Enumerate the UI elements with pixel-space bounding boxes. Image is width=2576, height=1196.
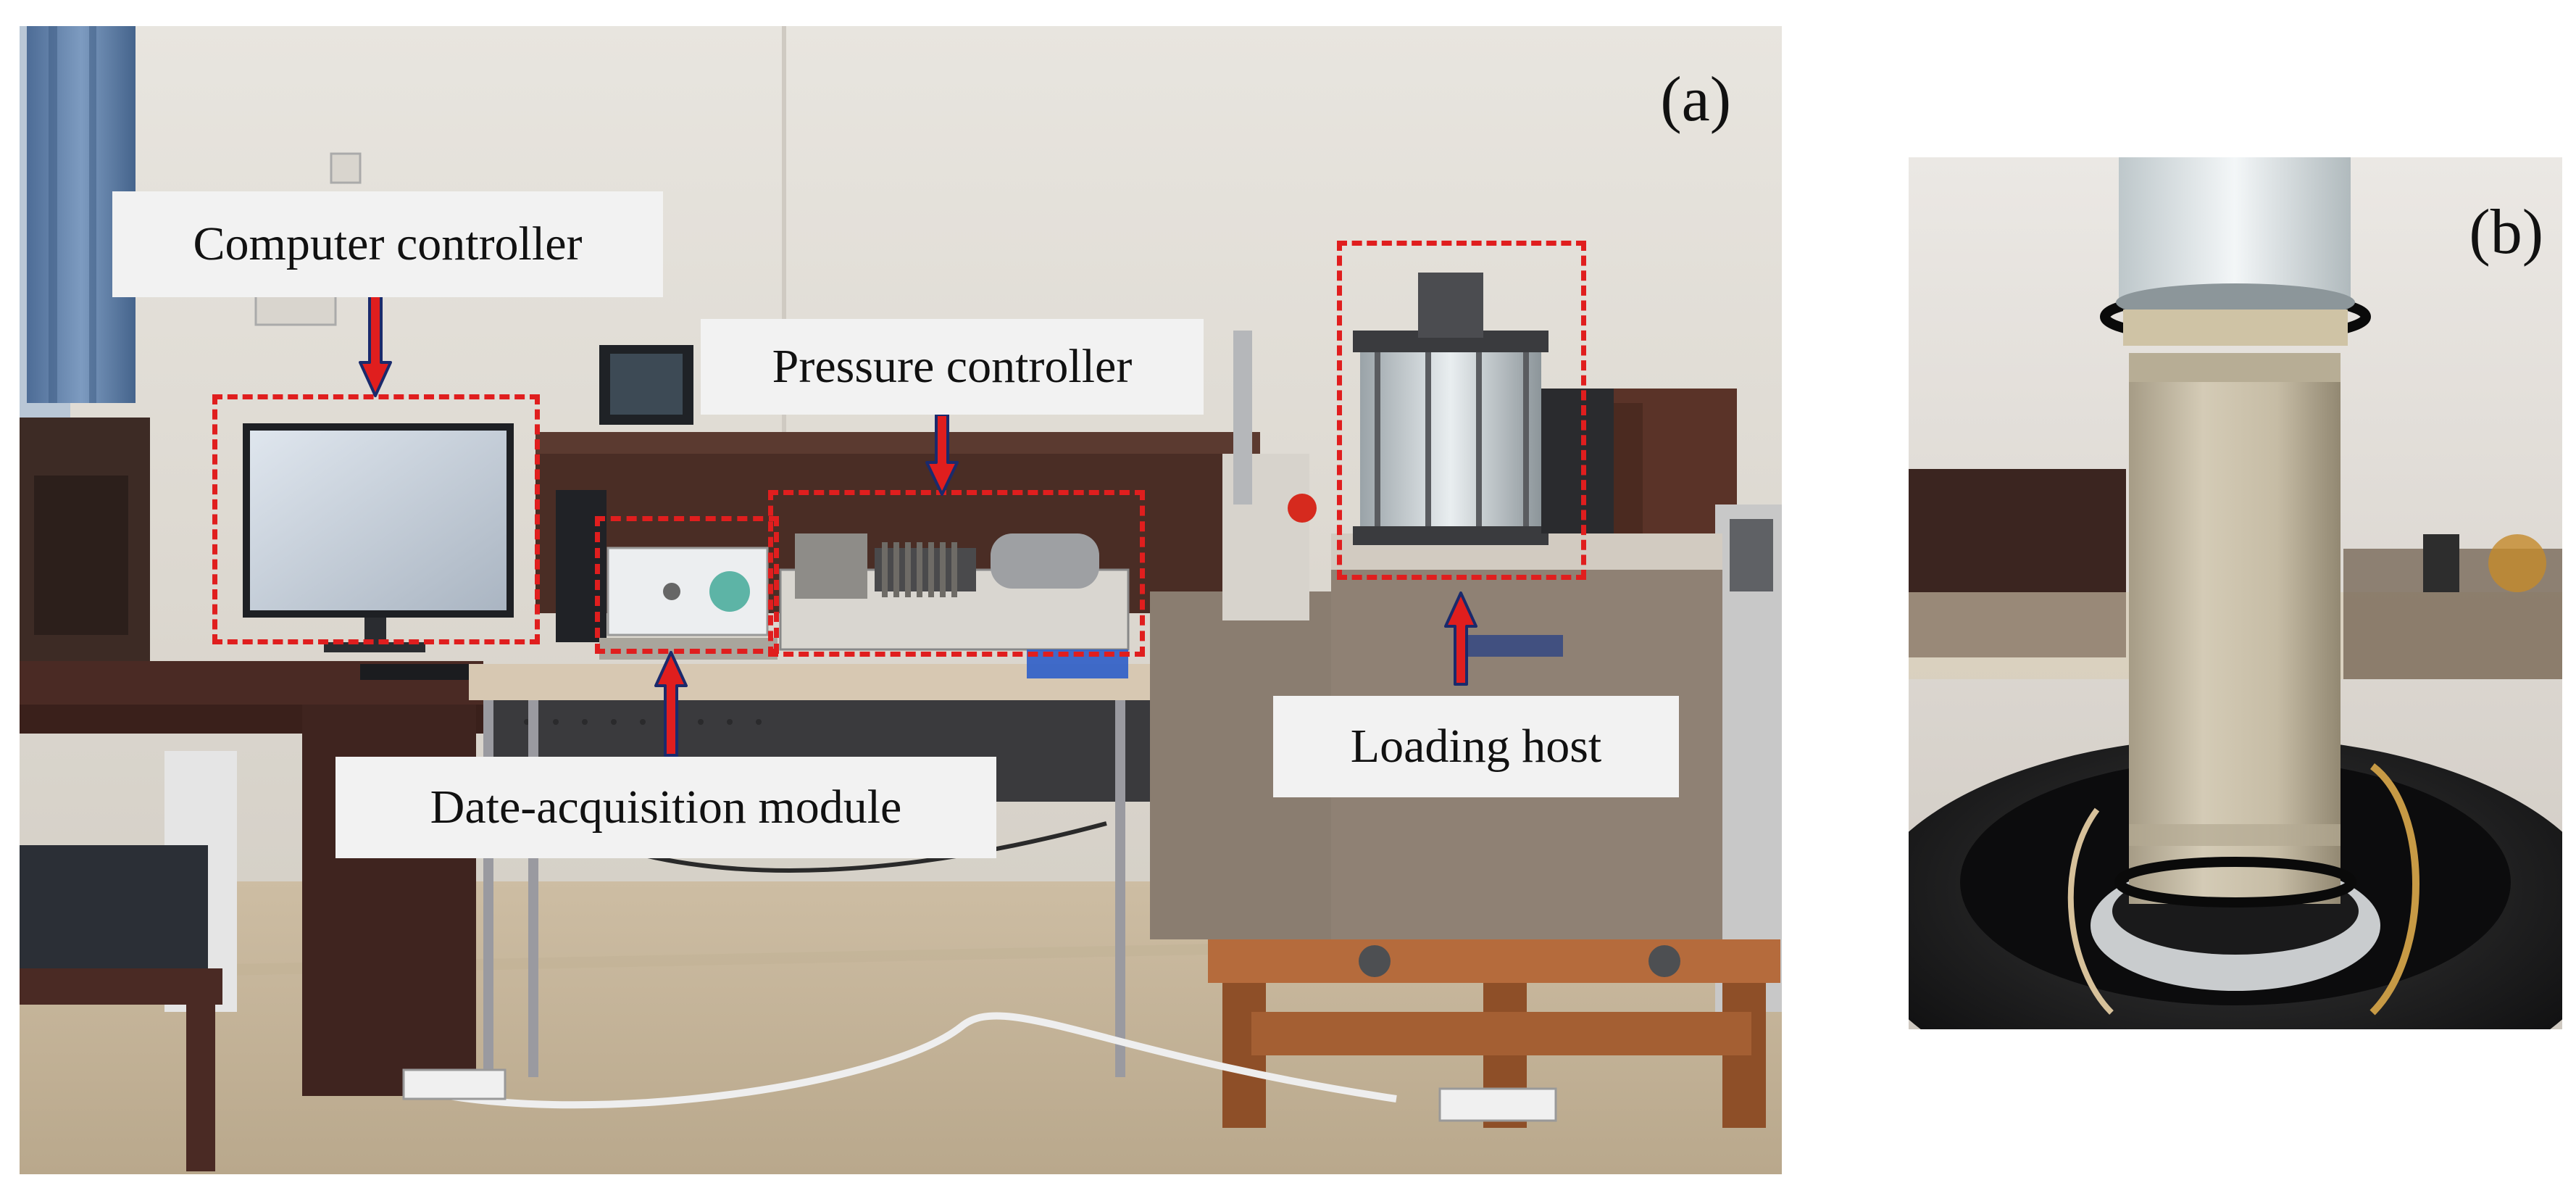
computer-controller-arrow bbox=[359, 296, 392, 397]
loading-host-arrow bbox=[1444, 591, 1477, 686]
specimen-scene-illustration bbox=[1909, 157, 2562, 1029]
loading-host-highlight-box bbox=[1337, 241, 1586, 580]
data-acquisition-module-label: Date-acquisition module bbox=[335, 757, 996, 858]
panel-b-photo: (b) bbox=[1909, 157, 2562, 1029]
data-acquisition-highlight-box bbox=[595, 516, 779, 654]
pressure-controller-highlight-box bbox=[768, 490, 1145, 657]
pressure-controller-label: Pressure controller bbox=[701, 319, 1204, 415]
data-acquisition-arrow bbox=[654, 651, 688, 757]
loading-host-label: Loading host bbox=[1273, 696, 1679, 797]
pressure-controller-arrow bbox=[925, 415, 959, 496]
panel-b-letter: (b) bbox=[2469, 197, 2543, 267]
panel-a-letter: (a) bbox=[1660, 65, 1731, 135]
computer-controller-label: Computer controller bbox=[112, 191, 663, 297]
computer-controller-highlight-box bbox=[212, 394, 540, 644]
panel-a-photo: Computer controller Pressure controller … bbox=[20, 26, 1782, 1174]
lab-scene-illustration bbox=[20, 26, 1782, 1174]
